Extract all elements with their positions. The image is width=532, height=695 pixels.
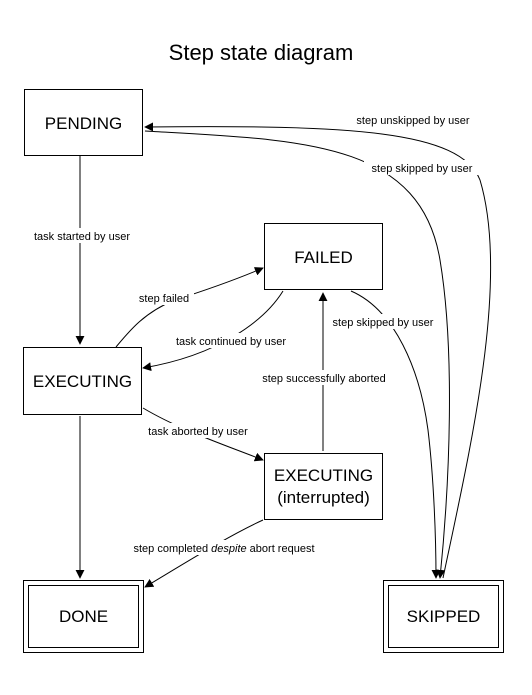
state-pending: PENDING (24, 89, 143, 156)
label-step-completed-despite-abort: step completed despite abort request (110, 540, 338, 555)
edge-step-skipped-from-pending (144, 130, 450, 579)
label-step-skipped-from-failed: step skipped by user (326, 314, 440, 329)
state-failed: FAILED (264, 223, 383, 290)
label-task-started: task started by user (28, 228, 136, 243)
label-task-continued-text: task continued by user (176, 336, 286, 348)
state-pending-label: PENDING (45, 114, 122, 133)
label-task-continued: task continued by user (170, 333, 292, 348)
label-step-failed-text: step failed (139, 293, 189, 305)
label-step-unskipped-text: step unskipped by user (356, 115, 469, 127)
state-done-label: DONE (59, 607, 108, 626)
edge-step-unskipped (144, 122, 492, 579)
diagram-title: Step state diagram (169, 40, 354, 65)
label-step-skipped-from-pending-text: step skipped by user (372, 163, 473, 175)
state-executing-label: EXECUTING (33, 372, 132, 391)
state-skipped-label: SKIPPED (407, 607, 481, 626)
label-step-completed-emph: despite (211, 543, 246, 555)
label-step-failed: step failed (134, 290, 194, 305)
label-task-started-text: task started by user (34, 231, 130, 243)
state-executing-interrupted-label-line1: EXECUTING (274, 466, 373, 485)
label-step-completed-post: abort request (247, 543, 315, 555)
label-step-completed-pre: step completed (133, 543, 211, 555)
label-task-aborted: task aborted by user (140, 423, 256, 438)
label-step-successfully-aborted: step successfully aborted (256, 370, 392, 385)
state-executing-interrupted: EXECUTING (interrupted) (264, 453, 383, 520)
state-skipped: SKIPPED (383, 580, 504, 653)
label-step-completed-despite-abort-text: step completed despite abort request (133, 543, 314, 555)
state-done: DONE (23, 580, 144, 653)
edge-step-skipped-from-failed (350, 290, 441, 579)
state-executing: EXECUTING (23, 347, 142, 415)
label-step-successfully-aborted-text: step successfully aborted (262, 373, 386, 385)
label-step-skipped-from-pending: step skipped by user (364, 160, 480, 175)
label-step-skipped-from-failed-text: step skipped by user (333, 317, 434, 329)
state-executing-interrupted-label-line2: (interrupted) (277, 488, 370, 507)
label-task-aborted-text: task aborted by user (148, 426, 248, 438)
state-failed-label: FAILED (294, 248, 353, 267)
label-step-unskipped: step unskipped by user (348, 112, 479, 127)
